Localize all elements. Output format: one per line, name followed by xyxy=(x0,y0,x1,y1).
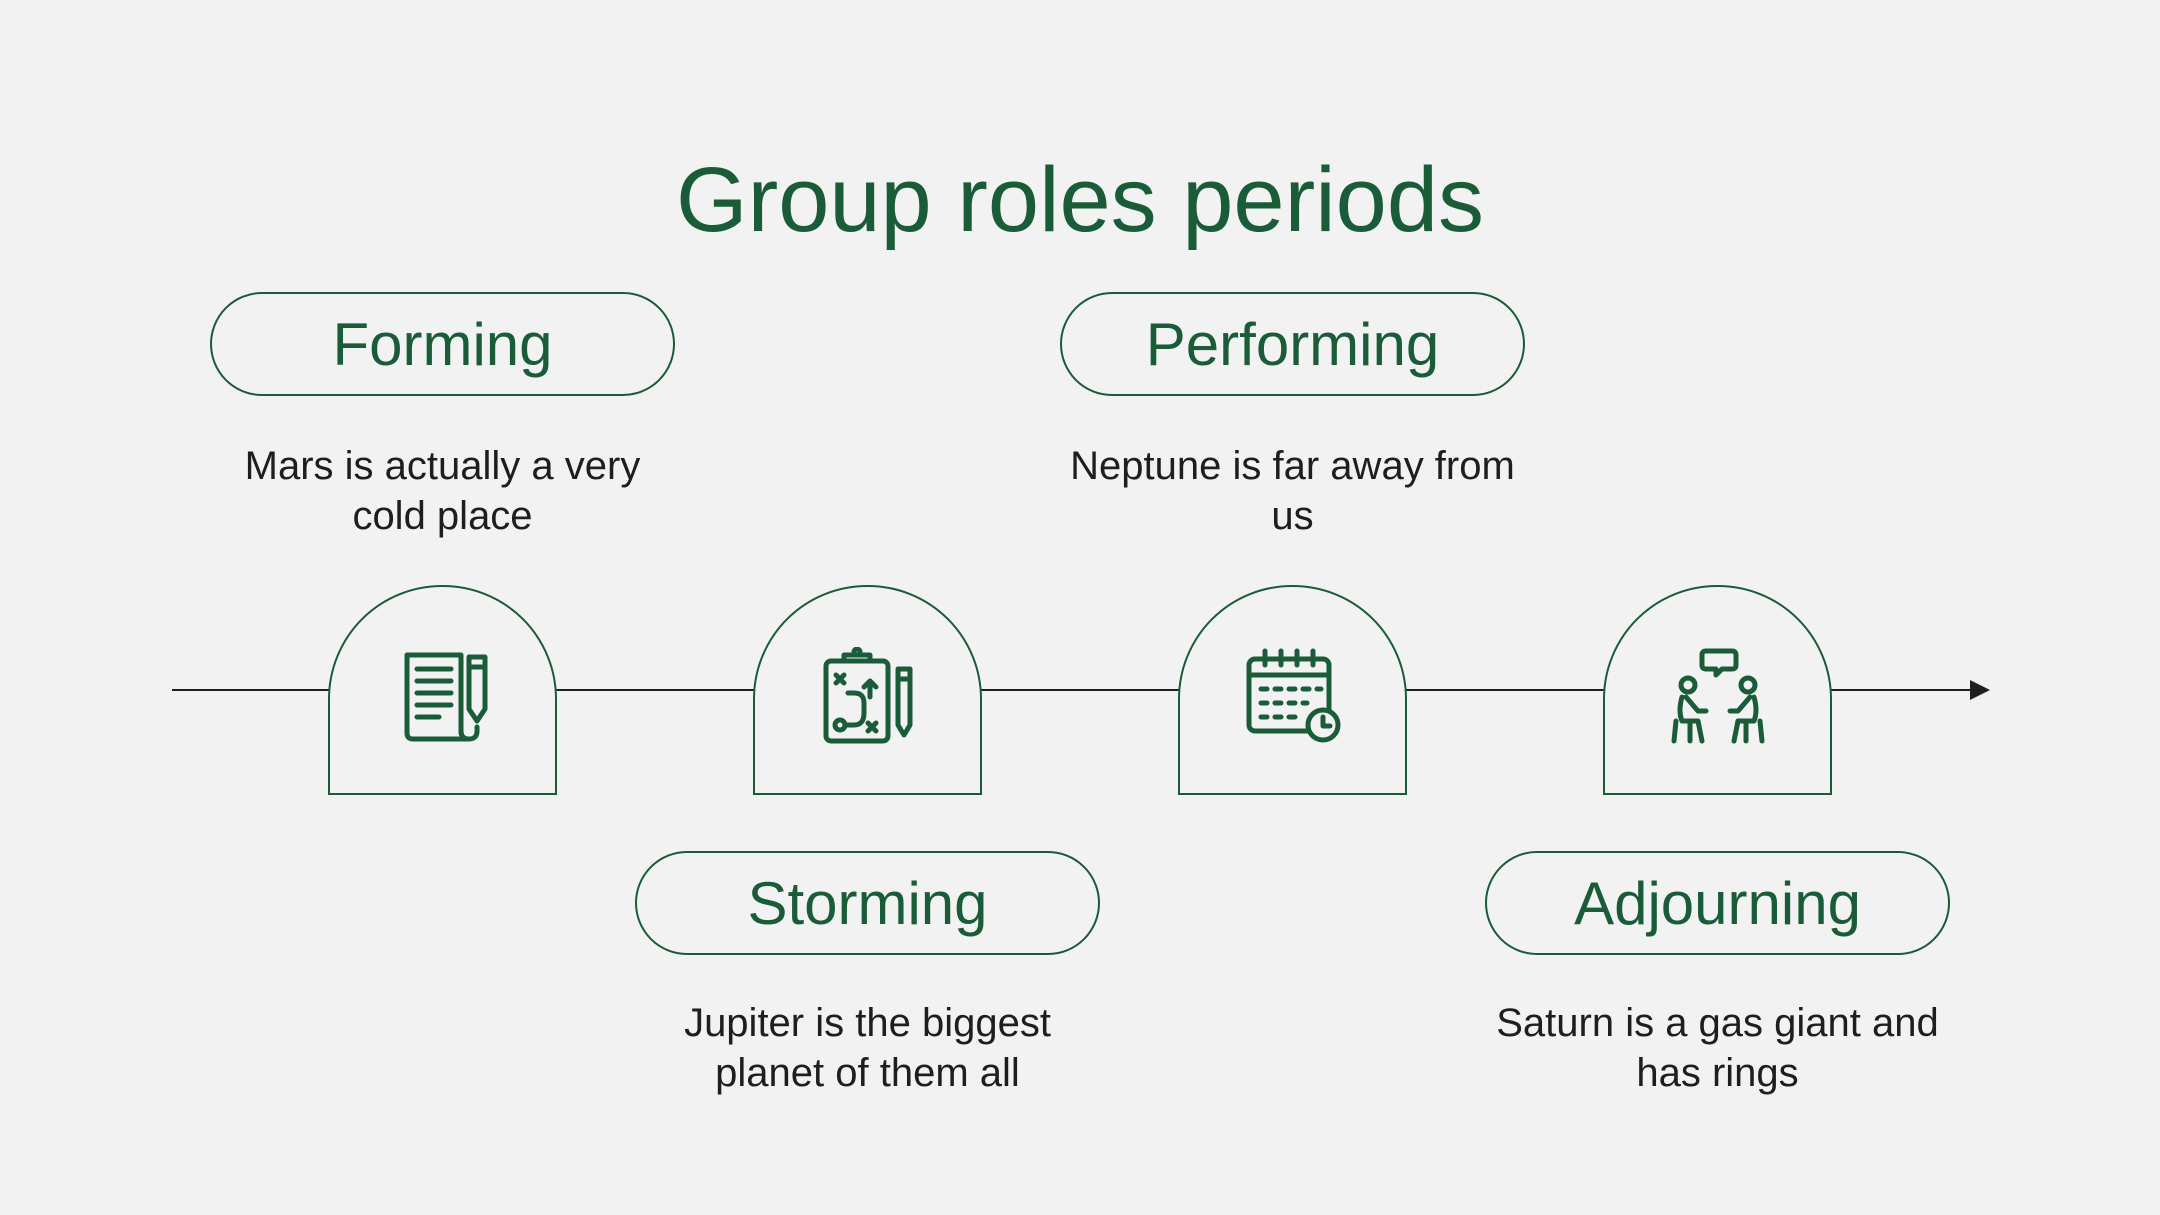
stage-tile-adjourning xyxy=(1603,585,1832,795)
page-title: Group roles periods xyxy=(676,149,1484,251)
stage-label-forming: Forming xyxy=(210,292,675,396)
stage-label-adjourning: Adjourning xyxy=(1485,851,1950,955)
stage-tile-forming xyxy=(328,585,557,795)
stage-tile-performing xyxy=(1178,585,1407,795)
stage-label-performing: Performing xyxy=(1060,292,1525,396)
document-pencil-icon xyxy=(404,652,488,742)
timeline-line xyxy=(172,689,1980,691)
timeline-arrow-icon xyxy=(1970,680,1990,700)
strategy-clipboard-icon xyxy=(823,647,913,744)
stage-description-performing: Neptune is far away from us xyxy=(1070,444,1515,538)
stage-description-forming: Mars is actually a very cold place xyxy=(244,444,641,538)
stage-tile-storming xyxy=(753,585,982,795)
stage-description-adjourning: Saturn is a gas giant and has rings xyxy=(1496,1001,1939,1095)
stage-label-storming: Storming xyxy=(635,851,1100,955)
people-conversation-icon xyxy=(1671,648,1765,744)
stage-description-storming: Jupiter is the biggest planet of them al… xyxy=(684,1001,1051,1095)
calendar-clock-icon xyxy=(1246,648,1341,743)
